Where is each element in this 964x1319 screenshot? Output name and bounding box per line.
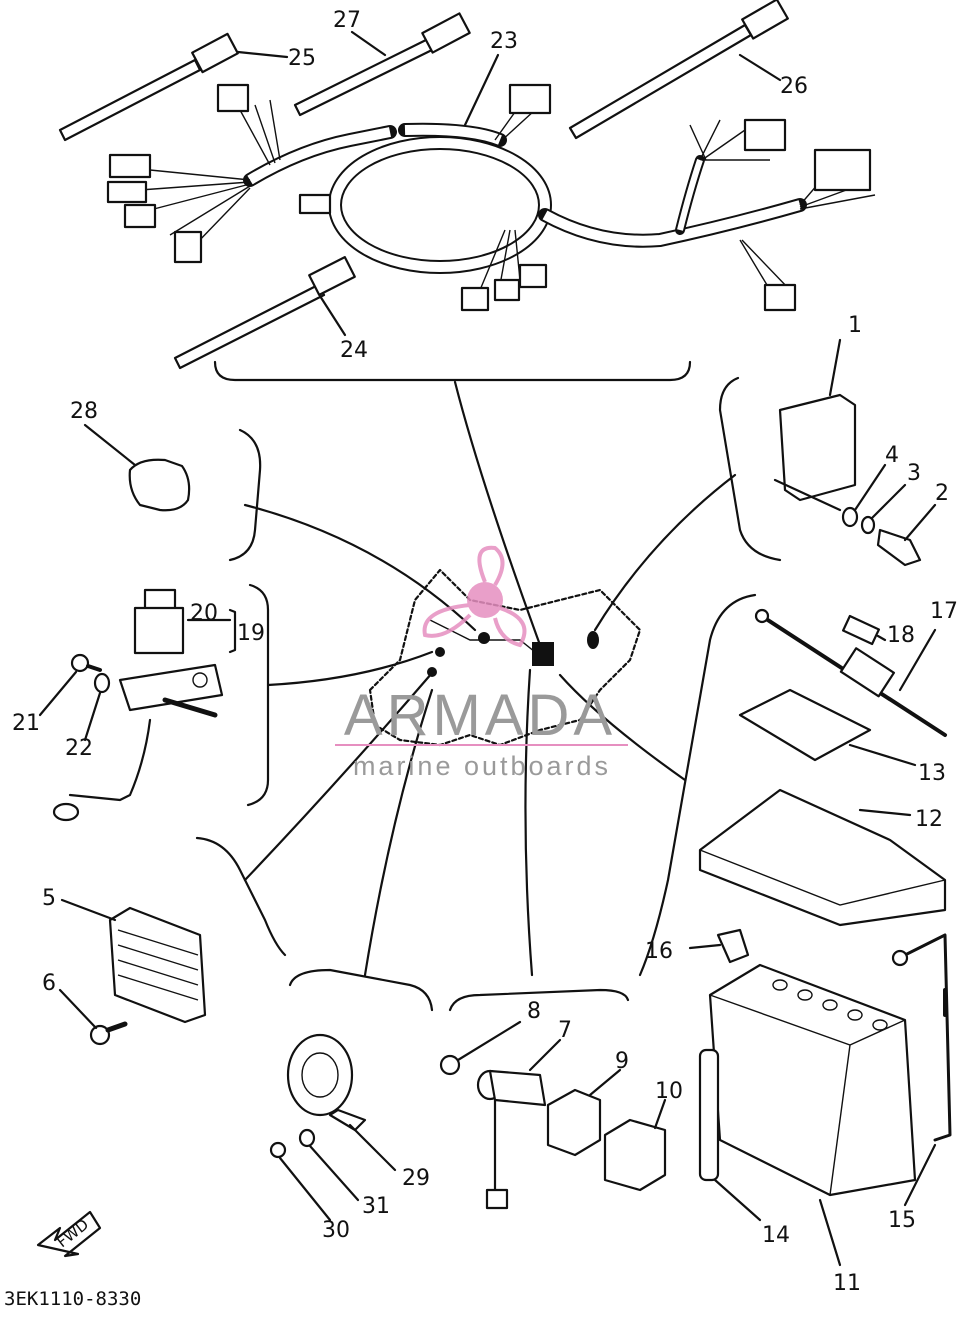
watermark-tagline: marine outboards [353, 751, 611, 781]
part-29-horn [286, 1033, 397, 1172]
label-20: 20 [190, 601, 218, 626]
label-23: 23 [490, 29, 518, 54]
part-21-screw [38, 653, 102, 717]
label-15: 15 [888, 1208, 916, 1233]
part-9-relay [546, 1068, 622, 1157]
label-5: 5 [42, 886, 56, 911]
callout-labels: 1 2 3 4 5 6 7 8 9 10 11 12 13 14 15 16 1… [12, 8, 958, 1296]
label-6: 6 [42, 971, 56, 996]
fwd-arrow: FWD [36, 1210, 102, 1258]
group-brackets [195, 376, 782, 1012]
part-1-unit [773, 338, 857, 512]
watermark-logo [422, 545, 527, 648]
part-22-washer [83, 672, 111, 742]
cable-tie-25 [58, 32, 239, 142]
watermark: ARMADA marine outboards [335, 545, 628, 781]
label-11: 11 [833, 1271, 861, 1296]
label-12: 12 [915, 807, 943, 832]
part-7-switch [476, 1038, 562, 1210]
label-10: 10 [655, 1079, 683, 1104]
part-10-relay [603, 1098, 667, 1192]
part-30-bolt [269, 1141, 332, 1222]
part-5-rectifier [60, 898, 207, 1024]
label-21: 21 [12, 711, 40, 736]
label-13: 13 [918, 761, 946, 786]
label-19: 19 [237, 621, 265, 646]
part-4-washer [841, 463, 887, 528]
label-28: 28 [70, 399, 98, 424]
label-8: 8 [527, 999, 541, 1024]
label-3: 3 [907, 461, 921, 486]
label-leaders [236, 30, 782, 337]
label-31: 31 [362, 1194, 390, 1219]
label-7: 7 [558, 1018, 572, 1043]
part-31-washer [298, 1128, 360, 1202]
label-9: 9 [615, 1049, 629, 1074]
part-6-bolt [58, 988, 128, 1046]
watermark-brand: ARMADA [344, 683, 616, 748]
label-14: 14 [762, 1223, 790, 1248]
label-17: 17 [930, 599, 958, 624]
part-19-main-switch [52, 588, 237, 822]
label-18: 18 [887, 623, 915, 648]
label-22: 22 [65, 736, 93, 761]
cable-tie-26 [568, 0, 789, 140]
part-18-fuse [842, 614, 887, 646]
leader-lines [243, 380, 737, 977]
part-15-cable [891, 933, 952, 1207]
label-29: 29 [402, 1166, 430, 1191]
label-1: 1 [848, 313, 862, 338]
label-25: 25 [288, 46, 316, 71]
wire-harness [106, 83, 876, 312]
part-28-cap [83, 423, 191, 512]
label-16: 16 [645, 939, 673, 964]
part-14-tube [698, 1048, 762, 1222]
label-26: 26 [780, 74, 808, 99]
part-2-bolt [876, 503, 937, 567]
part-17-fuse-holder [754, 608, 947, 737]
label-2: 2 [935, 481, 949, 506]
part-8-nut [439, 1020, 522, 1076]
part-3-washer [860, 483, 907, 535]
harness-bracket [213, 360, 692, 382]
cable-tie-27 [293, 12, 471, 117]
label-4: 4 [885, 443, 899, 468]
label-30: 30 [322, 1218, 350, 1243]
frame-outline [368, 568, 642, 747]
part-16-clip [688, 928, 750, 964]
part-13-plate [738, 688, 917, 767]
part-12-cover [698, 788, 947, 927]
part-11-battery [708, 963, 917, 1267]
label-24: 24 [340, 338, 368, 363]
label-27: 27 [333, 8, 361, 33]
cable-tie-24 [173, 256, 356, 370]
drawing-code: 3EK1110-8330 [4, 1288, 141, 1310]
